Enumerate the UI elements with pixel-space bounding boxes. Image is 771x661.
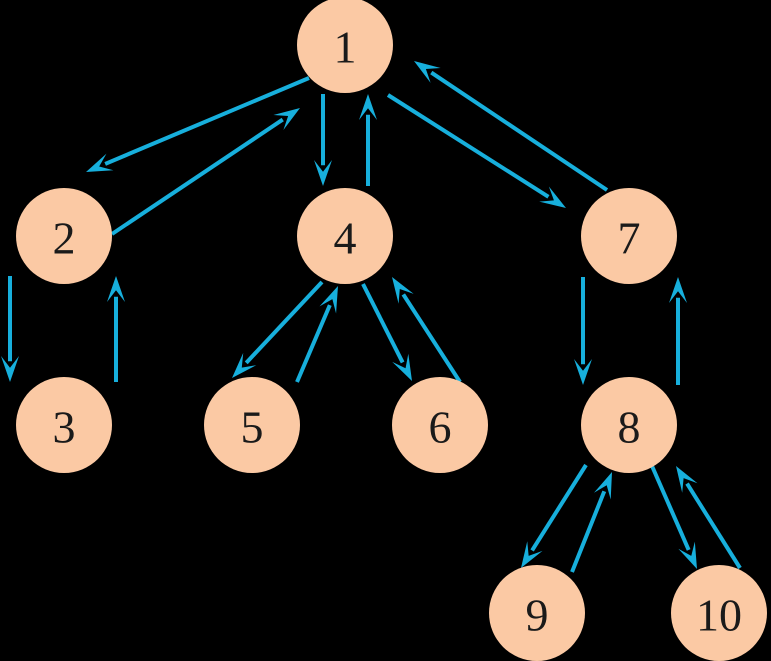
arrow-head-icon	[678, 541, 697, 569]
arrow-head-icon	[593, 472, 612, 500]
graph-edge-7-to-8	[574, 277, 592, 385]
node-label: 5	[241, 402, 264, 453]
arrow-head-icon	[314, 160, 332, 186]
arrow-head-icon	[86, 153, 114, 172]
edge-shaft	[530, 463, 588, 552]
node-circle[interactable]	[16, 188, 112, 284]
node-circle[interactable]	[297, 0, 393, 93]
edge-shaft	[386, 93, 550, 199]
node-label: 8	[618, 402, 641, 453]
arrow-head-icon	[574, 359, 592, 385]
nodes-layer: 1 2 3 4 5 6 7 8 9 10	[16, 0, 767, 661]
node-circle[interactable]	[297, 188, 393, 284]
node-circle[interactable]	[489, 565, 585, 661]
edge-shaft	[685, 482, 742, 570]
graph-edge-9-to-8	[570, 472, 612, 573]
arrow-head-icon	[521, 541, 543, 568]
arrow-head-icon	[232, 352, 257, 378]
graph-edge-4-to-1	[359, 94, 377, 186]
node-circle[interactable]	[671, 565, 767, 661]
graph-edge-1-to-7	[386, 93, 566, 208]
graph-edge-6-to-4	[392, 277, 462, 384]
node-label: 2	[53, 213, 76, 264]
arrow-head-icon	[392, 277, 414, 304]
graph-node-6[interactable]: 6	[392, 377, 488, 473]
arrow-head-icon	[319, 286, 338, 314]
graph-edge-1-to-2	[86, 76, 310, 172]
node-circle[interactable]	[16, 377, 112, 473]
graph-edge-7-to-1	[414, 61, 609, 192]
node-circle[interactable]	[581, 188, 677, 284]
edge-shaft	[570, 490, 607, 573]
graph-node-2[interactable]: 2	[16, 188, 112, 284]
arrow-head-icon	[273, 108, 300, 130]
graph-node-9[interactable]: 9	[489, 565, 585, 661]
arrow-head-icon	[392, 353, 412, 381]
arrow-head-icon	[107, 276, 125, 302]
graph-node-7[interactable]: 7	[581, 188, 677, 284]
graph-edge-2-to-1	[110, 108, 300, 236]
graph-node-5[interactable]: 5	[204, 377, 300, 473]
arrow-head-icon	[669, 277, 687, 303]
graph-node-8[interactable]: 8	[581, 377, 677, 473]
node-label: 9	[526, 590, 549, 641]
graph-edge-8-to-10	[650, 465, 697, 569]
graph-edge-10-to-8	[676, 466, 742, 570]
edge-shaft	[401, 293, 462, 384]
node-circle[interactable]	[204, 377, 300, 473]
graph-edge-8-to-9	[521, 463, 588, 568]
node-label: 1	[334, 22, 357, 73]
graph-edge-5-to-4	[295, 286, 338, 383]
edge-shaft	[295, 304, 332, 383]
arrow-head-icon	[676, 466, 698, 493]
node-label: 10	[696, 590, 742, 641]
node-circle[interactable]	[392, 377, 488, 473]
graph-node-4[interactable]: 4	[297, 188, 393, 284]
graph-edge-4-to-6	[361, 283, 412, 381]
graph-edge-1-to-4	[314, 94, 332, 186]
edge-shaft	[361, 283, 405, 364]
graph-node-1[interactable]: 1	[297, 0, 393, 93]
graph-node-3[interactable]: 3	[16, 377, 112, 473]
edges-layer	[1, 61, 742, 573]
graph-edge-8-to-7	[669, 277, 687, 385]
edge-shaft	[110, 117, 284, 236]
graph-edge-3-to-2	[107, 276, 125, 382]
graph-edge-4-to-5	[232, 280, 324, 378]
edge-shaft	[430, 70, 609, 192]
arrow-head-icon	[359, 94, 377, 120]
node-label: 7	[618, 213, 641, 264]
arrow-head-icon	[414, 61, 441, 83]
node-label: 3	[53, 402, 76, 453]
node-label: 4	[334, 213, 357, 264]
edge-shaft	[104, 76, 310, 166]
edge-shaft	[650, 465, 691, 551]
node-circle[interactable]	[581, 377, 677, 473]
graph-node-10[interactable]: 10	[671, 565, 767, 661]
node-label: 6	[429, 402, 452, 453]
edge-shaft	[244, 280, 324, 365]
arrow-head-icon	[539, 186, 566, 208]
graph-edge-2-to-3	[1, 276, 19, 382]
arrow-head-icon	[1, 356, 19, 382]
